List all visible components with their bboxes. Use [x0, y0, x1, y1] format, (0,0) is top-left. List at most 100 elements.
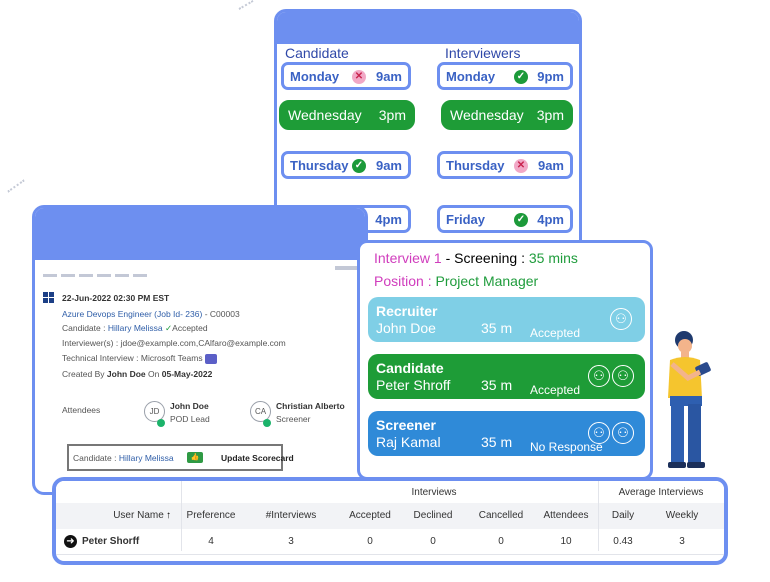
accepted-check-icon: [263, 419, 271, 427]
cross-icon: ✕: [352, 70, 366, 84]
column-header-accepted: Accepted: [349, 510, 391, 521]
cell-attendees: 10: [560, 536, 572, 547]
interviewer-slot-thursday[interactable]: Thursday ✕ 9am: [437, 151, 573, 179]
candidate-slot-monday[interactable]: Monday ✕ 9am: [281, 62, 411, 90]
slot-day: Wednesday: [450, 107, 524, 123]
candidate-slot-thursday[interactable]: Thursday✓9am: [281, 151, 411, 179]
role-duration: 35 m: [481, 320, 513, 336]
teams-icon: [205, 353, 217, 364]
interviewer-slot-wednesday[interactable]: Wednesday 3pm: [441, 100, 573, 130]
role-role: Screener: [376, 417, 436, 433]
interviewer-slot-friday[interactable]: Friday✓4pm: [437, 205, 573, 233]
avatar: CA: [250, 401, 271, 422]
check-icon: ✓: [514, 70, 528, 84]
role-duration: 35 m: [481, 434, 513, 450]
avatar: JD: [144, 401, 165, 422]
slot-day: Thursday: [446, 158, 505, 173]
slot-time: 4pm: [375, 212, 402, 227]
user-icon[interactable]: ⚇: [588, 422, 610, 444]
windows-logo-icon: [43, 292, 54, 303]
candidate-line: Candidate : Hillary Melissa ✓Accepted: [62, 323, 208, 333]
footer-candidate: Candidate : Hillary Melissa: [73, 453, 174, 463]
slot-time: 3pm: [536, 107, 564, 123]
role-name: John Doe: [376, 320, 436, 336]
user-icon[interactable]: ⚇: [612, 365, 634, 387]
attendee-name: John Doe: [170, 401, 209, 411]
role-duration: 35 m: [481, 377, 513, 393]
candidate-link[interactable]: Hillary Melissa: [107, 323, 163, 333]
candidate-slot-wednesday[interactable]: Wednesday 3pm: [279, 100, 415, 130]
cell-accepted: 0: [367, 536, 373, 547]
footer-candidate-link[interactable]: Hillary Melissa: [118, 453, 174, 463]
cell-cancelled: 0: [498, 536, 504, 547]
cell-preference: 4: [208, 536, 214, 547]
role-status: Accepted: [530, 383, 581, 397]
user-icon[interactable]: ⚇: [612, 422, 634, 444]
column-header-user-name[interactable]: User Name: [113, 510, 164, 521]
group-header-average: Average Interviews: [618, 487, 704, 498]
group-header-interviews: Interviews: [411, 487, 457, 498]
meeting-details-card: 22-Jun-2022 02:30 PM EST Azure Devops En…: [32, 205, 368, 495]
candidate-column-header: Candidate: [285, 45, 349, 61]
meeting-card-header: [35, 208, 365, 260]
column-header-attendees: Attendees: [543, 510, 589, 521]
update-scorecard-button[interactable]: Update Scorecard: [221, 453, 294, 463]
arrow-right-icon[interactable]: ➜: [64, 535, 77, 548]
cell-daily: 0.43: [613, 536, 633, 547]
cross-icon: ✕: [514, 159, 528, 173]
interviewer-slot-monday[interactable]: Monday✓9pm: [437, 62, 573, 90]
decorative-dots: [7, 179, 25, 193]
decorative-dots: [238, 0, 254, 10]
thumbs-up-icon[interactable]: 👍: [187, 452, 203, 463]
column-header-declined: Declined: [413, 510, 453, 521]
job-link[interactable]: Azure Devops Engineer (Job Id- 236): [62, 309, 203, 319]
availability-card-header: [277, 12, 579, 44]
sort-arrow-icon[interactable]: ↑: [166, 510, 171, 521]
user-icon[interactable]: ⚇: [588, 365, 610, 387]
job-line: Azure Devops Engineer (Job Id- 236) - C0…: [62, 309, 240, 319]
slot-day: Monday: [446, 69, 496, 84]
cell-interviews: 3: [288, 536, 294, 547]
column-header-preference: Preference: [186, 510, 236, 521]
candidate-footer-box: Candidate : Hillary Melissa 👍 Update Sco…: [67, 444, 294, 471]
cell-weekly: 3: [679, 536, 685, 547]
accepted-check-icon: [157, 419, 165, 427]
role-role: Recruiter: [376, 303, 438, 319]
table-header-row: [56, 503, 724, 529]
check-icon: ✓: [352, 159, 366, 173]
slot-time: 9am: [375, 69, 402, 84]
attendee-role: Screener: [276, 414, 311, 424]
attendee-name: Christian Alberto: [276, 401, 345, 411]
toolbar: [43, 264, 359, 277]
row-user-name: Peter Shorff: [82, 536, 140, 547]
interviewers-line: Interviewer(s) : jdoe@example.com,CAlfar…: [62, 338, 286, 348]
role-role: Candidate: [376, 360, 444, 376]
position-line: Position : Project Manager: [374, 273, 539, 289]
created-by-line: Created By John Doe On 05-May-2022: [62, 369, 213, 379]
attendee-role: POD Lead: [170, 414, 210, 424]
interview-card: Interview 1 - Screening : 35 mins Positi…: [357, 240, 653, 480]
role-status: Accepted: [530, 326, 581, 340]
slot-time: 3pm: [378, 107, 406, 123]
slot-day: Wednesday: [288, 107, 362, 123]
column-header-weekly: Weekly: [665, 510, 699, 521]
role-name: Raj Kamal: [376, 434, 441, 450]
interview-title: Interview 1 - Screening : 35 mins: [374, 250, 578, 266]
attendees-label: Attendees: [62, 405, 101, 415]
column-header-daily: Daily: [611, 510, 635, 521]
slot-time: 4pm: [537, 212, 564, 227]
technical-line: Technical Interview : Microsoft Teams: [62, 353, 217, 364]
user-icon[interactable]: ⚇: [610, 308, 632, 330]
slot-day: Monday: [290, 69, 340, 84]
interviewers-column-header: Interviewers: [445, 45, 521, 61]
slot-time: 9am: [537, 158, 564, 173]
role-status: No Response: [530, 440, 603, 454]
slot-day: Friday: [446, 212, 486, 227]
cell-declined: 0: [430, 536, 436, 547]
role-name: Peter Shroff: [376, 377, 451, 393]
table-row[interactable]: ➜ Peter Shorff 4 3 0 0 0 10 0.43 3: [56, 529, 724, 555]
person-illustration: [658, 330, 718, 475]
